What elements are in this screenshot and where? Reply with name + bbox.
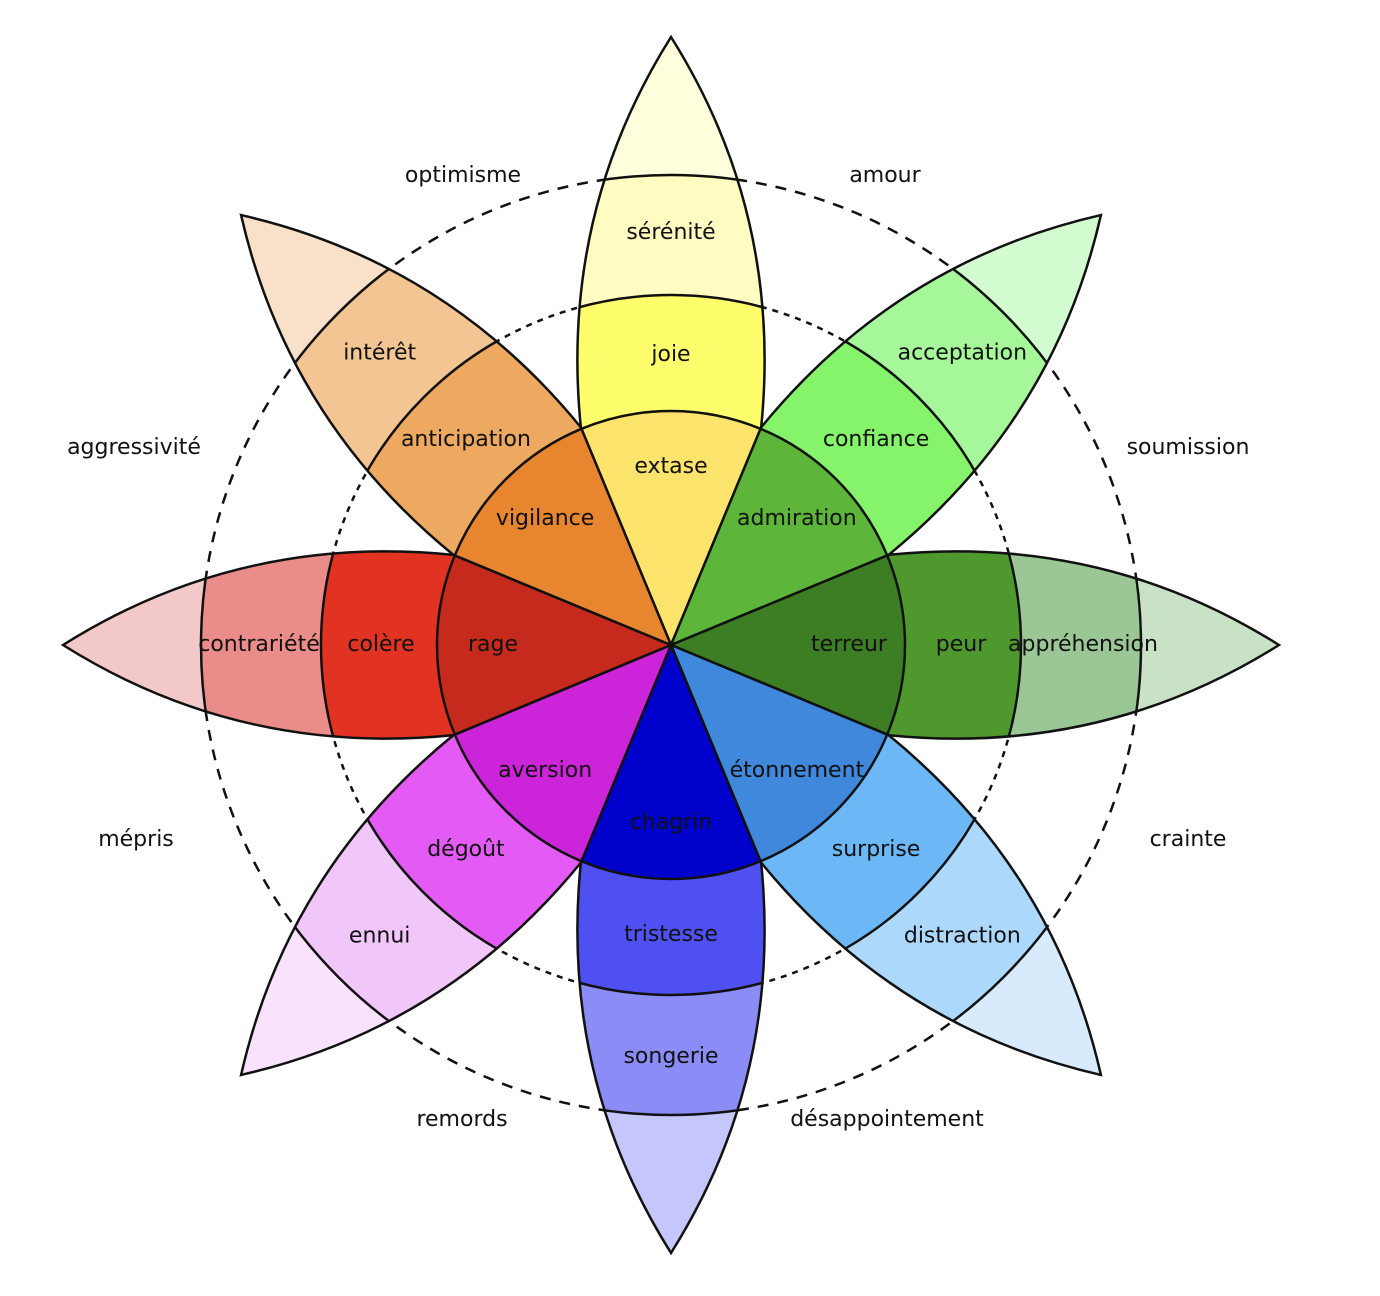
label-mild-trust: acceptation — [898, 341, 1027, 366]
label-mild-fear: appréhension — [1008, 632, 1158, 657]
wedge-intense-anticipation — [453, 427, 673, 647]
wedge-intense-anger — [435, 554, 673, 736]
wedge-intense-joy — [580, 409, 762, 647]
band-basic-sadness — [577, 645, 765, 997]
petal-outline-disgust — [239, 642, 674, 1077]
band-basic-disgust — [319, 645, 671, 997]
wedge-intense-disgust — [453, 643, 673, 863]
band-basic-anticipation — [319, 293, 671, 645]
label-basic-surprise: surprise — [832, 837, 921, 862]
dyad-label-trust-fear: soumission — [1127, 435, 1250, 460]
petal-outline-sadness — [576, 641, 766, 1256]
dyad-label-surprise-sadness: désappointement — [790, 1107, 984, 1132]
band-basic-fear — [671, 551, 1023, 739]
petal-anger — [63, 551, 671, 739]
dyad-label-fear-surprise: crainte — [1150, 827, 1227, 852]
label-intense-sadness: chagrin — [630, 810, 713, 835]
label-mild-joy: sérénité — [626, 220, 715, 245]
petal-trust — [671, 215, 1101, 645]
petal-outline-trust — [668, 213, 1103, 648]
dyad-label-joy-trust: amour — [849, 163, 921, 188]
label-intense-anticipation: vigilance — [496, 506, 594, 531]
band-mild-anger — [199, 551, 671, 739]
petal-joy — [577, 37, 765, 645]
label-mild-anger: contrariété — [198, 632, 320, 657]
wedge-intense-surprise — [669, 643, 889, 863]
band-mild-sadness — [577, 645, 765, 1117]
petal-outline-anger — [60, 550, 675, 740]
label-intense-surprise: étonnement — [730, 758, 865, 783]
label-basic-joy: joie — [650, 342, 690, 367]
wedge-intense-trust — [669, 427, 889, 647]
label-mild-anticipation: intérêt — [343, 341, 416, 366]
label-basic-fear: peur — [936, 632, 987, 657]
label-mild-sadness: songerie — [623, 1044, 718, 1069]
label-mild-surprise: distraction — [904, 923, 1021, 948]
petal-sadness — [577, 645, 765, 1253]
label-intense-anger: rage — [468, 632, 518, 657]
petal-anticipation — [241, 215, 671, 645]
label-basic-anticipation: anticipation — [401, 427, 531, 452]
label-basic-anger: colère — [347, 632, 414, 657]
core-wedges — [435, 409, 907, 881]
band-basic-joy — [577, 293, 765, 645]
wedge-intense-sadness — [580, 643, 762, 881]
label-intense-fear: terreur — [811, 632, 888, 657]
dyad-label-anticipation-joy: optimisme — [405, 163, 521, 188]
petal-outline-anticipation — [239, 213, 674, 648]
band-mild-fear — [671, 551, 1143, 739]
petal-outline-surprise — [668, 642, 1103, 1077]
band-basic-anger — [319, 551, 671, 739]
label-basic-trust: confiance — [823, 427, 929, 452]
label-intense-trust: admiration — [737, 506, 857, 531]
label-mild-disgust: ennui — [349, 923, 410, 948]
petal-fear — [671, 551, 1279, 739]
dyad-label-disgust-anger: mépris — [98, 827, 174, 852]
petal-outline-fear — [667, 550, 1282, 740]
dyad-labels-layer: amour soumission crainte désappointement rem… — [67, 163, 1249, 1132]
label-basic-disgust: dégoût — [427, 837, 505, 862]
wedge-intense-fear — [669, 554, 907, 736]
dyad-label-sadness-disgust: remords — [416, 1107, 507, 1132]
petals-layer — [60, 34, 1282, 1256]
band-basic-trust — [671, 293, 1023, 645]
dyad-label-anger-anticipation: aggressivité — [67, 435, 201, 460]
label-basic-sadness: tristesse — [624, 922, 718, 947]
band-basic-surprise — [671, 645, 1023, 997]
label-intense-joy: extase — [634, 454, 707, 479]
band-mild-joy — [577, 173, 765, 645]
labels-layer: extase joie sérénité admiration confiance acc… — [198, 220, 1158, 1069]
petal-surprise — [671, 645, 1101, 1075]
petal-disgust — [241, 645, 671, 1075]
petal-outline-joy — [576, 34, 766, 649]
label-intense-disgust: aversion — [498, 758, 592, 783]
